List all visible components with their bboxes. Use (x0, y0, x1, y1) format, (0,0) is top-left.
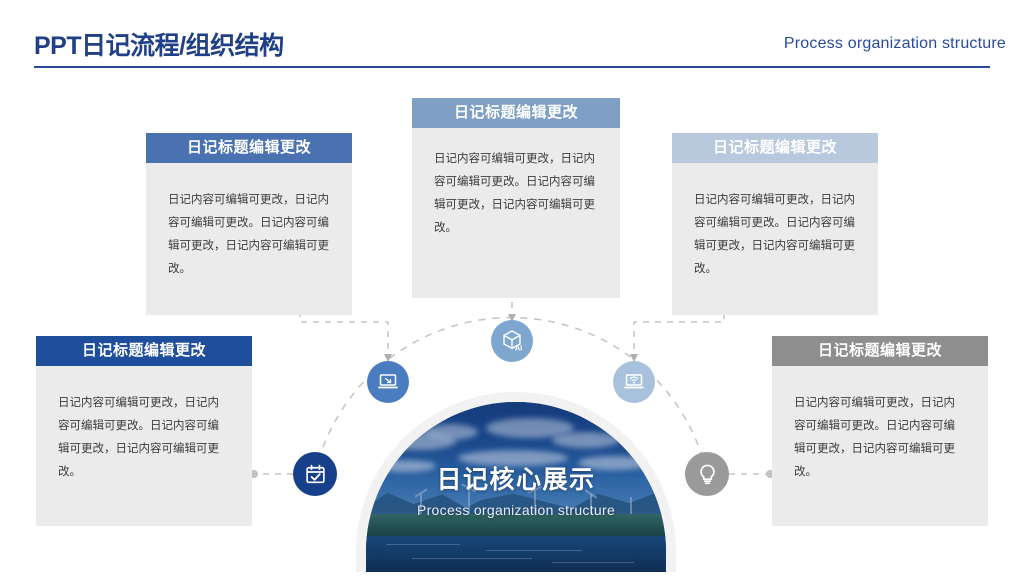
page-title: PPT日记流程/组织结构 (34, 32, 284, 60)
photo-cloud (424, 424, 478, 440)
photo-cloud (578, 456, 650, 470)
card-bottom-left[interactable]: 日记标题编辑更改 日记内容可编辑可更改，日记内容可编辑可更改。日记内容可编辑可更… (36, 336, 252, 526)
photo-cloud (376, 460, 436, 472)
card-title: 日记标题编辑更改 (672, 133, 878, 163)
center-hub: 日记核心展示 Process organization structure (356, 392, 676, 572)
lightbulb-icon[interactable] (685, 452, 729, 496)
cube-ai-icon[interactable]: AI (491, 320, 533, 362)
photo-turbine (630, 497, 632, 516)
card-body: 日记内容可编辑可更改，日记内容可编辑可更改。日记内容可编辑可更改，日记内容可编辑… (146, 163, 352, 315)
photo-turbine (468, 488, 470, 516)
slide-header: PPT日记流程/组织结构 Process organization struct… (0, 0, 1024, 70)
card-title: 日记标题编辑更改 (412, 98, 620, 128)
card-top-right[interactable]: 日记标题编辑更改 日记内容可编辑可更改，日记内容可编辑可更改。日记内容可编辑可更… (672, 133, 878, 315)
laptop-icon[interactable] (367, 361, 409, 403)
photo-turbine (534, 490, 536, 516)
svg-text:AI: AI (515, 344, 523, 353)
photo-cloud (458, 450, 568, 466)
card-top-center[interactable]: 日记标题编辑更改 日记内容可编辑可更改，日记内容可编辑可更改。日记内容可编辑可更… (412, 98, 620, 298)
photo-field (366, 514, 666, 536)
header-divider (34, 66, 990, 68)
photo-turbine (590, 494, 592, 516)
card-title: 日记标题编辑更改 (772, 336, 988, 366)
photo-water (366, 536, 666, 572)
card-title: 日记标题编辑更改 (36, 336, 252, 366)
card-bottom-right[interactable]: 日记标题编辑更改 日记内容可编辑可更改，日记内容可编辑可更改。日记内容可编辑可更… (772, 336, 988, 526)
card-body: 日记内容可编辑可更改，日记内容可编辑可更改。日记内容可编辑可更改，日记内容可编辑… (772, 366, 988, 526)
photo-cloud (486, 418, 574, 438)
card-top-left[interactable]: 日记标题编辑更改 日记内容可编辑可更改，日记内容可编辑可更改。日记内容可编辑可更… (146, 133, 352, 315)
card-body: 日记内容可编辑可更改，日记内容可编辑可更改。日记内容可编辑可更改，日记内容可编辑… (672, 163, 878, 315)
card-title: 日记标题编辑更改 (146, 133, 352, 163)
photo-cloud (552, 432, 620, 448)
center-title: 日记核心展示 (436, 466, 596, 494)
page-subtitle: Process organization structure (783, 35, 1006, 52)
calendar-check-icon[interactable] (293, 452, 337, 496)
center-subtitle: Process organization structure (416, 502, 616, 518)
center-text-block: 日记核心展示 Process organization structure (366, 460, 666, 518)
photo-turbine (420, 494, 422, 516)
card-body: 日记内容可编辑可更改，日记内容可编辑可更改。日记内容可编辑可更改，日记内容可编辑… (36, 366, 252, 526)
card-body: 日记内容可编辑可更改，日记内容可编辑可更改。日记内容可编辑可更改，日记内容可编辑… (412, 128, 620, 298)
laptop-wifi-icon[interactable] (613, 361, 655, 403)
dome-image: 日记核心展示 Process organization structure (366, 402, 666, 572)
dome-color-overlay (366, 402, 666, 572)
